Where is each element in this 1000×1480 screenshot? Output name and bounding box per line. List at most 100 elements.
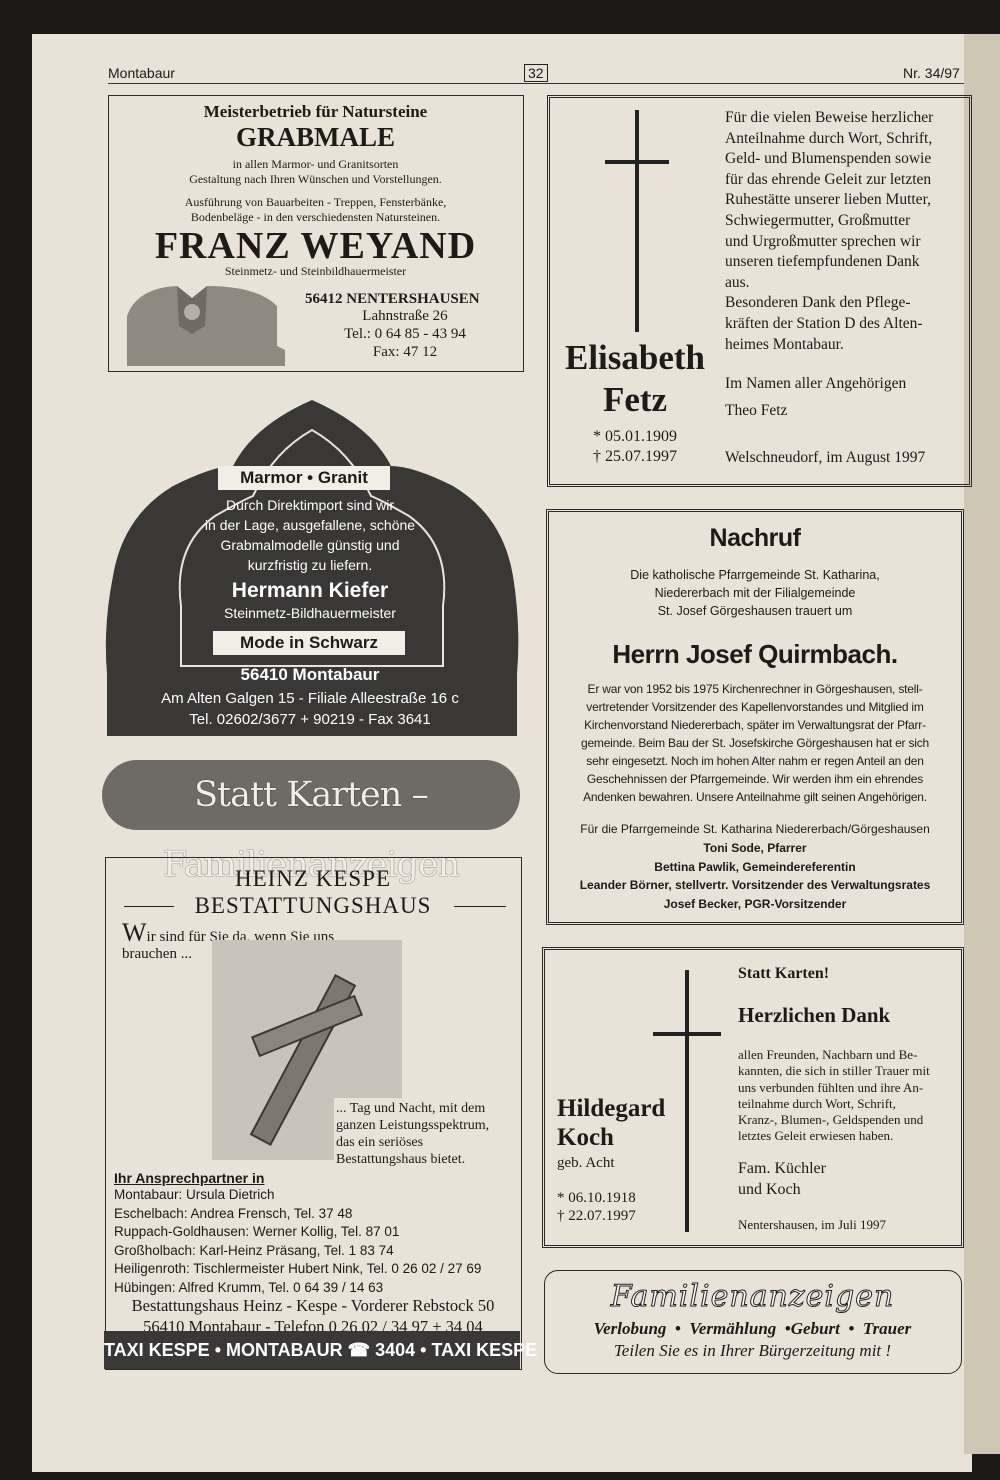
nachruf-body-line: Andenken bewahren. Unsere Anteilnahme gi… xyxy=(583,790,927,804)
kespe-addr1: Bestattungshaus Heinz - Kespe - Vorderer… xyxy=(131,1296,495,1315)
familienanzeigen-script: Familienanzeigen xyxy=(610,1279,895,1315)
koch-born: * 06.10.1918 xyxy=(557,1190,636,1206)
cross-icon-bar xyxy=(653,1032,721,1036)
kespe-contact: Montabaur: Ursula Dietrich xyxy=(114,1187,275,1202)
nachruf-notice: Nachruf Die katholische Pfarrgemeinde St… xyxy=(546,509,964,925)
nachruf-body: Er war von 1952 bis 1975 Kirchenrechner … xyxy=(555,680,955,806)
kespe-title2: BESTATTUNGSHAUS xyxy=(194,893,432,918)
fetz-signoff: Im Namen aller Angehörigen xyxy=(725,375,907,392)
newspaper-page xyxy=(32,34,972,1472)
fetz-place: Welschneudorf, im August 1997 xyxy=(725,449,926,466)
koch-nee: geb. Acht xyxy=(557,1155,615,1171)
taxi-number: 3404 xyxy=(375,1340,416,1360)
kespe-contact: Heiligenroth: Tischlermeister Hubert Nin… xyxy=(114,1261,482,1276)
familienanzeigen-line2: Teilen Sie es in Ihrer Bürgerzeitung mit… xyxy=(613,1341,892,1360)
weyand-street: Lahnstraße 26 xyxy=(362,308,448,324)
weyand-line5: Bodenbeläge - in den verschiedensten Nat… xyxy=(190,210,441,224)
kespe-contacts: Montabaur: Ursula Dietrich Eschelbach: A… xyxy=(114,1186,481,1297)
kespe-contacts-title: Ihr Ansprechpartner in xyxy=(114,1170,265,1186)
weyand-tel: Tel.: 0 64 85 - 43 94 xyxy=(344,326,466,342)
kespe-title1: HEINZ KESPE xyxy=(234,866,392,891)
fetz-line: Anteilnahme durch Wort, Schrift, xyxy=(725,129,933,147)
nachruf-signer: Josef Becker, PGR-Vorsitzender xyxy=(663,896,847,911)
weyand-line3: Gestaltung nach Ihren Wünschen und Vorst… xyxy=(189,172,442,186)
taxi-right: • TAXI KESPE xyxy=(420,1340,538,1360)
nachruf-signer: Bettina Pawlik, Gemeindereferentin xyxy=(654,859,856,874)
nachruf-signer: Toni Sode, Pfarrer xyxy=(703,841,807,855)
kiefer-label-marmor: Marmor • Granit xyxy=(218,466,390,490)
nachruf-body-line: Kirchenvorstand Niedererbach, später im … xyxy=(584,718,926,732)
koch-line: allen Freunden, Nachbarn und Be- xyxy=(738,1047,918,1062)
fetz-first-name: Elisabeth xyxy=(564,338,706,377)
kiefer-address: Am Alten Galgen 15 - Filiale Alleestraße… xyxy=(161,690,459,707)
fetz-line: Ruhestätte unserer lieben Mutter, xyxy=(725,191,931,209)
nachruf-title: Nachruf xyxy=(709,524,801,552)
nachruf-intro: Die katholische Pfarrgemeinde St. Kathar… xyxy=(549,566,961,620)
kespe-ad: HEINZ KESPE BESTATTUNGSHAUS Wir sind für… xyxy=(105,857,522,1370)
koch-place: Nentershausen, im Juli 1997 xyxy=(738,1217,887,1232)
kiefer-label-mode: Mode in Schwarz xyxy=(213,631,405,655)
kespe-rule-left xyxy=(124,906,174,907)
header-rule xyxy=(108,83,964,84)
koch-first-name: Hildegard xyxy=(557,1095,666,1122)
nachruf-intro-line: Die katholische Pfarrgemeinde St. Kathar… xyxy=(630,568,880,582)
kespe-tag3: das ein seriöses xyxy=(336,1135,424,1150)
fetz-line: kräften der Station D des Alten- xyxy=(725,314,923,332)
koch-dank: Herzlichen Dank xyxy=(738,1003,891,1027)
kiefer-text4: kurzfristig zu liefern. xyxy=(247,557,373,573)
nachruf-body-line: sehr eingesetzt. Noch im hohen Alter nah… xyxy=(586,754,924,768)
fetz-text: Für die vielen Beweise herzlicher Anteil… xyxy=(725,108,950,355)
fetz-line: aus. xyxy=(725,273,750,291)
weyand-line2: in allen Marmor- und Granitsorten xyxy=(232,157,399,171)
weyand-line4: Ausführung von Bauarbeiten - Treppen, Fe… xyxy=(184,195,447,209)
kiefer-tel: Tel. 02602/3677 + 90219 - Fax 3641 xyxy=(189,711,431,728)
nachruf-signers: Toni Sode, Pfarrer Bettina Pawlik, Gemei… xyxy=(549,839,961,913)
kespe-contact: Hübingen: Alfred Krumm, Tel. 0 64 39 / 1… xyxy=(114,1279,384,1295)
cross-icon xyxy=(685,970,689,1232)
koch-notice: Hildegard Koch geb. Acht * 06.10.1918 † … xyxy=(542,947,964,1248)
koch-line: uns verbunden fühlten und ihre An- xyxy=(738,1079,924,1095)
nachruf-body-line: vertretender Vorsitzender des Kapellenvo… xyxy=(586,700,924,714)
fetz-died: † 25.07.1997 xyxy=(593,448,677,465)
fetz-line: Besonderen Dank den Pflege- xyxy=(725,294,911,312)
kiefer-ad-shape xyxy=(105,400,519,736)
fetz-line: unseren tiefempfundenen Dank xyxy=(725,253,920,271)
fetz-notice: Elisabeth Fetz * 05.01.1909 † 25.07.1997… xyxy=(547,95,972,487)
weyand-ad: Meisterbetrieb für Natursteine GRABMALE … xyxy=(108,95,524,372)
taxi-left: TAXI KESPE • MONTABAUR xyxy=(104,1340,343,1360)
kespe-tag2: ganzen Leistungsspektrum, xyxy=(336,1118,490,1133)
statt-karten-banner: Statt Karten – Familienanzeigen xyxy=(102,760,520,885)
kiefer-text2: in der Lage, ausgefallene, schöne xyxy=(204,517,416,533)
kiefer-text3: Grabmalmodelle günstig und xyxy=(220,537,400,553)
koch-line: letztes Geleit erwiesen haben. xyxy=(738,1128,894,1144)
kespe-rule-right xyxy=(454,906,506,907)
weyand-fax: Fax: 47 12 xyxy=(372,344,438,360)
kespe-intro2: brauchen ... xyxy=(122,946,192,962)
koch-text: allen Freunden, Nachbarn und Be- kannten… xyxy=(738,1047,950,1145)
familienanzeigen-line1: Verlobung • Vermählung •Geburt • Trauer xyxy=(593,1319,912,1338)
kiefer-text1: Durch Direktimport sind wir xyxy=(225,497,395,513)
fetz-line: heimes Montabaur. xyxy=(725,335,844,353)
nachruf-intro-line: St. Josef Görgeshausen trauert um xyxy=(657,604,853,618)
koch-died: † 22.07.1997 xyxy=(557,1208,636,1224)
weyand-line1: Meisterbetrieb für Natursteine xyxy=(203,102,428,121)
kespe-contact: Großholbach: Karl-Heinz Präsang, Tel. 1 … xyxy=(114,1242,394,1258)
cross-icon-bar xyxy=(605,160,669,164)
issue-number: Nr. 34/97 xyxy=(903,65,960,81)
koch-line: teilnahme durch Wort, Schrift, xyxy=(738,1095,896,1111)
koch-last-name: Koch xyxy=(557,1124,614,1151)
fetz-line: für das ehrende Geleit zur letzten xyxy=(725,170,932,188)
taxi-banner: TAXI KESPE • MONTABAUR ☎ 3404 • TAXI KES… xyxy=(104,1331,537,1369)
nachruf-body-line: gemeinde. Beim Bau der St. Josefskirche … xyxy=(580,736,930,750)
phone-icon: ☎ xyxy=(347,1340,371,1360)
familienanzeigen-ad: Familienanzeigen Verlobung • Vermählung … xyxy=(544,1270,962,1374)
fetz-line: und Urgroßmutter sprechen wir xyxy=(725,232,921,250)
kespe-intro-initial: W xyxy=(122,918,147,947)
weyand-city: 56412 NENTERSHAUSEN xyxy=(305,291,480,307)
kespe-contact: Ruppach-Goldhausen: Werner Kollig, Tel. … xyxy=(114,1224,400,1239)
kiefer-city: 56410 Montabaur xyxy=(240,665,380,684)
fetz-born: * 05.01.1909 xyxy=(593,428,677,445)
kespe-tag-block: ... Tag und Nacht, mit dem ganzen Leistu… xyxy=(334,1098,518,1170)
weyand-name: FRANZ WEYAND xyxy=(154,225,477,267)
gravestone-image xyxy=(127,286,285,366)
